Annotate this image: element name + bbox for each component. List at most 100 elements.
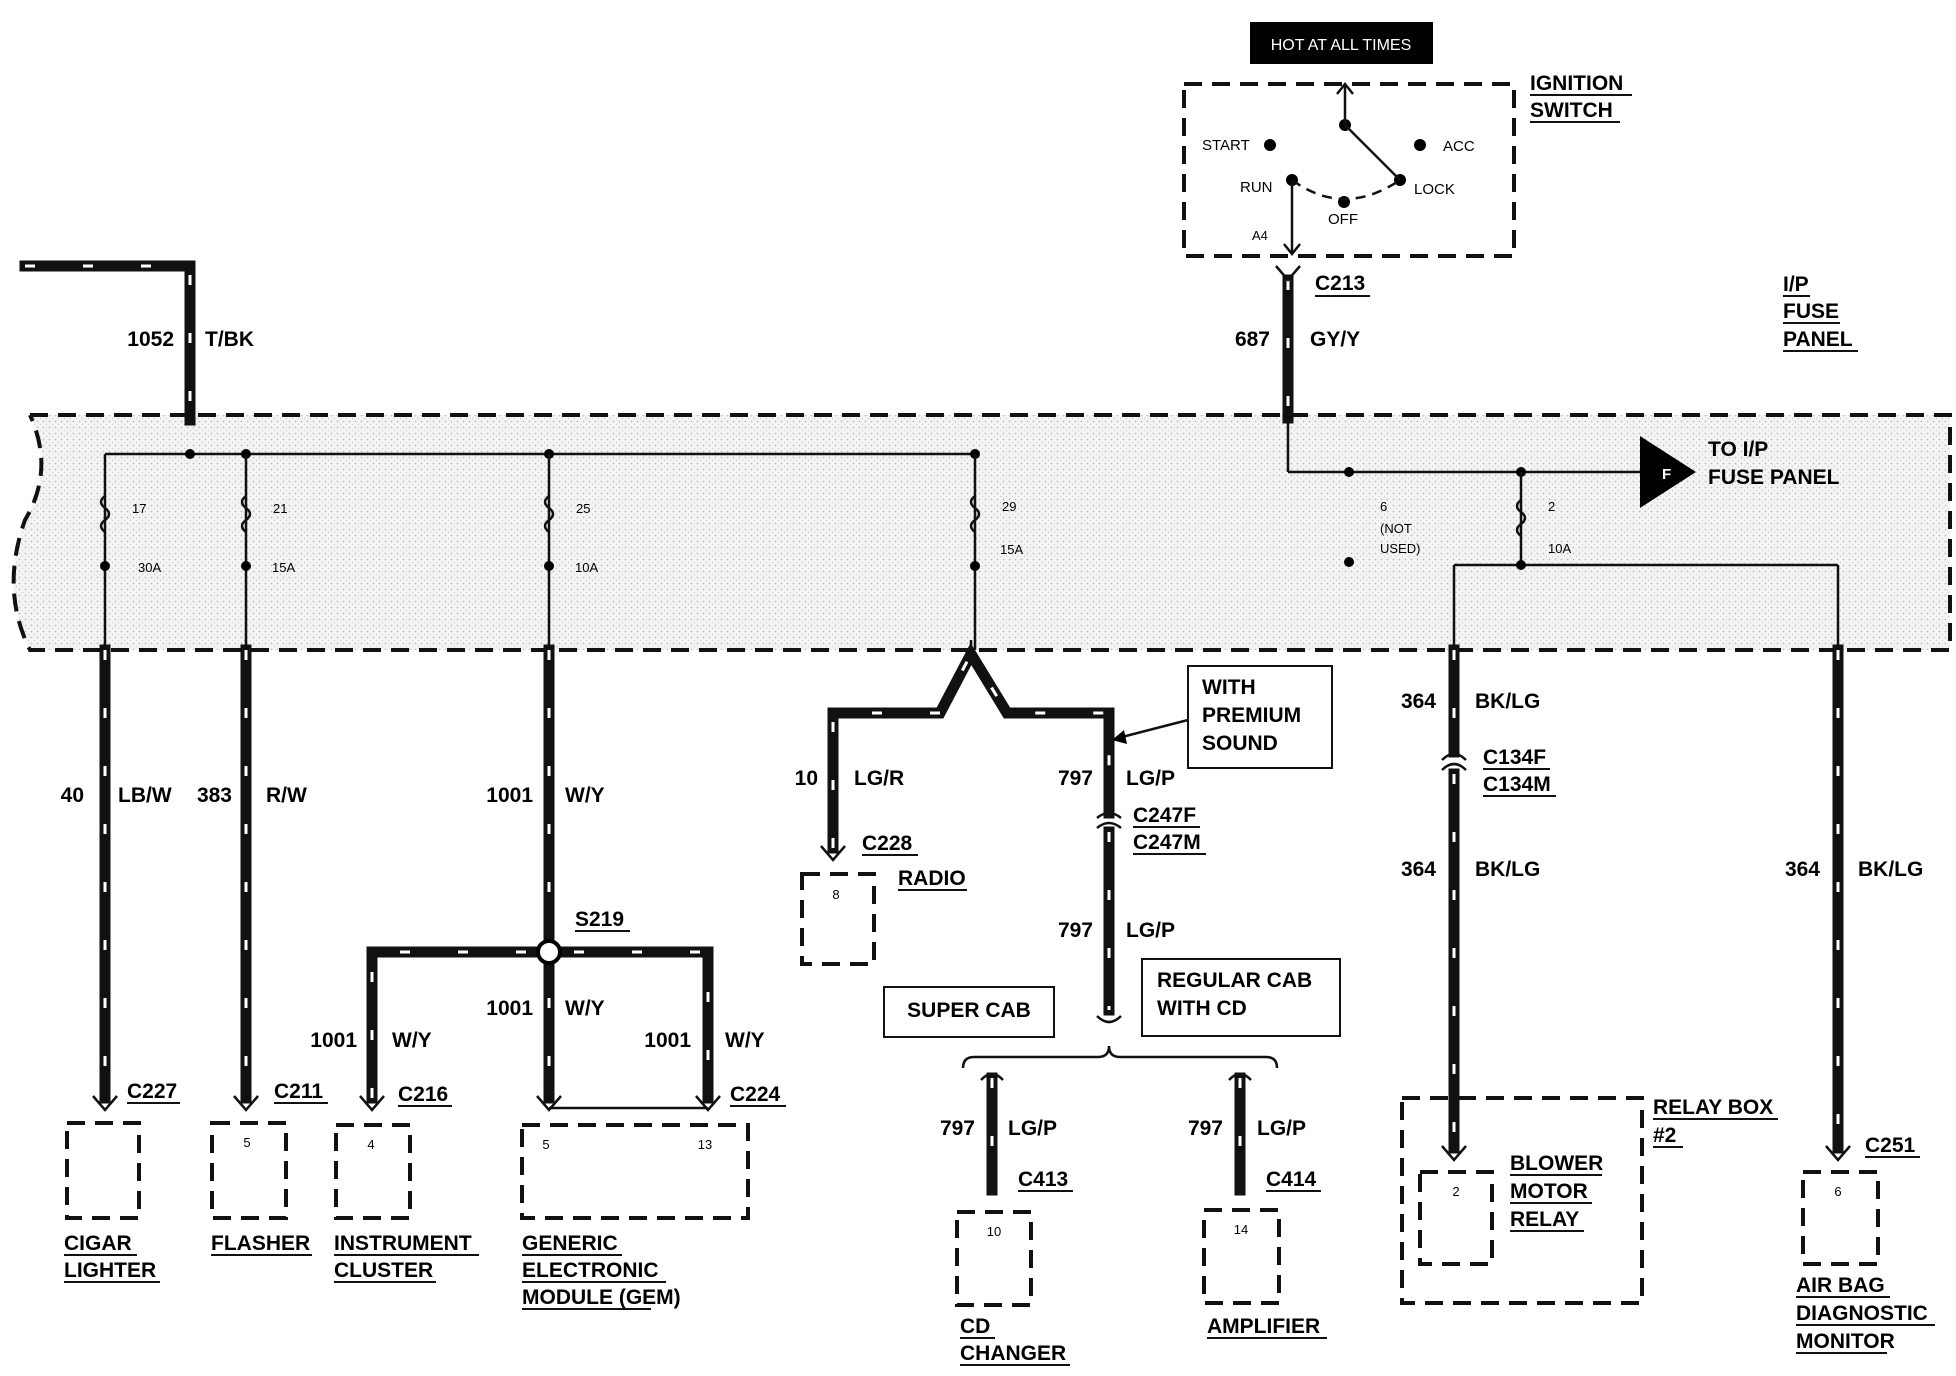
cd-changer-label: CD <box>960 1315 990 1338</box>
svg-text:DIAGNOSTIC: DIAGNOSTIC <box>1796 1302 1928 1325</box>
blower-motor-relay-label: BLOWER <box>1510 1152 1603 1175</box>
svg-text:SUPER CAB: SUPER CAB <box>907 999 1031 1022</box>
regular-cab-note <box>1141 958 1341 1037</box>
ip-fuse-panel-label: I/P FUSE PANEL <box>1783 273 1858 352</box>
svg-text:SOUND: SOUND <box>1202 732 1278 755</box>
svg-text:(NOT: (NOT <box>1380 521 1412 536</box>
svg-text:FUSE: FUSE <box>1783 300 1839 323</box>
air-bag-monitor-label: AIR BAG <box>1796 1274 1885 1297</box>
svg-text:PANEL: PANEL <box>1783 328 1853 351</box>
connector-c211: C211 <box>274 1080 323 1103</box>
svg-text:383: 383 <box>197 784 232 807</box>
svg-text:I/P: I/P <box>1783 273 1809 296</box>
svg-text:FUSE PANEL: FUSE PANEL <box>1708 466 1840 489</box>
svg-text:687: 687 <box>1235 328 1270 351</box>
svg-text:W/Y: W/Y <box>565 784 605 807</box>
svg-text:S219: S219 <box>575 908 624 931</box>
svg-text:LB/W: LB/W <box>118 784 172 807</box>
circuit-amplifier: 797 LG/P C414 14 AMPLIFIER <box>1188 1072 1327 1339</box>
svg-text:6: 6 <box>1380 499 1387 514</box>
svg-text:T/BK: T/BK <box>205 328 254 351</box>
connector-c413: C413 <box>1018 1168 1068 1191</box>
svg-text:RUN: RUN <box>1240 179 1273 196</box>
svg-text:W/Y: W/Y <box>725 1029 765 1052</box>
svg-text:797: 797 <box>940 1117 975 1140</box>
svg-text:2: 2 <box>1548 499 1555 514</box>
svg-text:2: 2 <box>1452 1184 1459 1199</box>
circuit-1001: 1001 W/Y S219 1001 W/Y 1001 W/Y 1001 W/Y… <box>310 644 786 1310</box>
fuse-panel <box>11 413 1952 652</box>
svg-text:#2: #2 <box>1653 1124 1676 1147</box>
svg-text:6: 6 <box>1834 1184 1841 1199</box>
svg-text:GY/Y: GY/Y <box>1310 328 1360 351</box>
svg-text:CHANGER: CHANGER <box>960 1342 1066 1365</box>
svg-text:A4: A4 <box>1252 228 1268 243</box>
svg-text:LIGHTER: LIGHTER <box>64 1259 156 1282</box>
svg-text:PREMIUM: PREMIUM <box>1202 704 1301 727</box>
connector-c134m: C134M <box>1483 773 1551 796</box>
svg-text:1052: 1052 <box>127 328 174 351</box>
ignition-switch: IGNITION SWITCH START RUN OFF ACC LOCK A… <box>1182 72 1632 258</box>
premium-sound-note <box>1187 665 1333 769</box>
svg-text:W/Y: W/Y <box>392 1029 432 1052</box>
wire-1052: 1052 T/BK <box>19 260 254 426</box>
svg-text:BK/LG: BK/LG <box>1858 858 1923 881</box>
blower-motor-relay-box <box>1418 1170 1494 1266</box>
cigar-lighter-label: CIGAR <box>64 1232 132 1255</box>
svg-text:LG/P: LG/P <box>1008 1117 1057 1140</box>
circuit-blower-relay: 364 BK/LG C134F C134M 364 BK/LG RELAY BO… <box>1400 644 1778 1305</box>
svg-text:W/Y: W/Y <box>565 997 605 1020</box>
radio-box <box>800 872 876 966</box>
circuit-radio-premium: 10 LG/R C228 8 RADIO WITH PREMIUM SOUND … <box>795 640 1341 1069</box>
svg-text:15A: 15A <box>1000 542 1023 557</box>
instrument-cluster-box <box>334 1123 412 1220</box>
svg-text:MODULE (GEM): MODULE (GEM) <box>522 1286 681 1309</box>
connector-c134f: C134F <box>1483 746 1546 769</box>
svg-text:LG/P: LG/P <box>1126 919 1175 942</box>
svg-text:TO I/P: TO I/P <box>1708 438 1768 461</box>
svg-text:LG/P: LG/P <box>1126 767 1175 790</box>
svg-text:REGULAR CAB: REGULAR CAB <box>1157 969 1312 992</box>
svg-text:1001: 1001 <box>486 784 533 807</box>
svg-text:LG/R: LG/R <box>854 767 904 790</box>
svg-text:R/W: R/W <box>266 784 307 807</box>
splice-s219 <box>536 939 562 965</box>
svg-text:10A: 10A <box>575 560 598 575</box>
connector-c227: C227 <box>127 1080 177 1103</box>
svg-text:SWITCH: SWITCH <box>1530 99 1613 122</box>
svg-text:5: 5 <box>243 1135 250 1150</box>
svg-text:LOCK: LOCK <box>1414 181 1455 198</box>
svg-text:ELECTRONIC: ELECTRONIC <box>522 1259 659 1282</box>
wire-687: C213 687 GY/Y <box>1235 265 1370 424</box>
super-cab-note <box>883 986 1055 1038</box>
connector-c247m: C247M <box>1133 831 1201 854</box>
circuit-cd-changer: 797 LG/P C413 10 CD CHANGER <box>940 1072 1073 1366</box>
svg-text:364: 364 <box>1401 858 1436 881</box>
svg-text:29: 29 <box>1002 499 1016 514</box>
fuses: 17 30A 21 15A 25 10A 29 15A 6 (NOT USED)… <box>99 495 1571 575</box>
circuit-cigar-lighter: 40 LB/W C227 CIGAR LIGHTER <box>61 644 180 1283</box>
fuse-panel-bus: F TO I/P FUSE PANEL <box>103 418 1840 650</box>
svg-text:MONITOR: MONITOR <box>1796 1330 1895 1353</box>
svg-text:OFF: OFF <box>1328 211 1358 228</box>
svg-text:10: 10 <box>987 1224 1001 1239</box>
svg-text:WITH: WITH <box>1202 676 1256 699</box>
svg-text:40: 40 <box>61 784 84 807</box>
svg-text:1001: 1001 <box>486 997 533 1020</box>
svg-text:START: START <box>1202 137 1250 154</box>
svg-text:HOT AT ALL TIMES: HOT AT ALL TIMES <box>1271 37 1412 54</box>
svg-text:14: 14 <box>1234 1222 1248 1237</box>
circuit-flasher: 383 R/W C211 5 FLASHER <box>197 644 328 1256</box>
connector-c213: C213 <box>1315 272 1365 295</box>
svg-text:797: 797 <box>1188 1117 1223 1140</box>
connector-c216: C216 <box>398 1083 448 1106</box>
relay-box-2 <box>1400 1096 1644 1305</box>
svg-text:13: 13 <box>698 1137 712 1152</box>
svg-text:4: 4 <box>367 1137 374 1152</box>
svg-text:17: 17 <box>132 501 146 516</box>
svg-text:LG/P: LG/P <box>1257 1117 1306 1140</box>
svg-text:5: 5 <box>542 1137 549 1152</box>
svg-text:364: 364 <box>1785 858 1820 881</box>
svg-text:CLUSTER: CLUSTER <box>334 1259 433 1282</box>
